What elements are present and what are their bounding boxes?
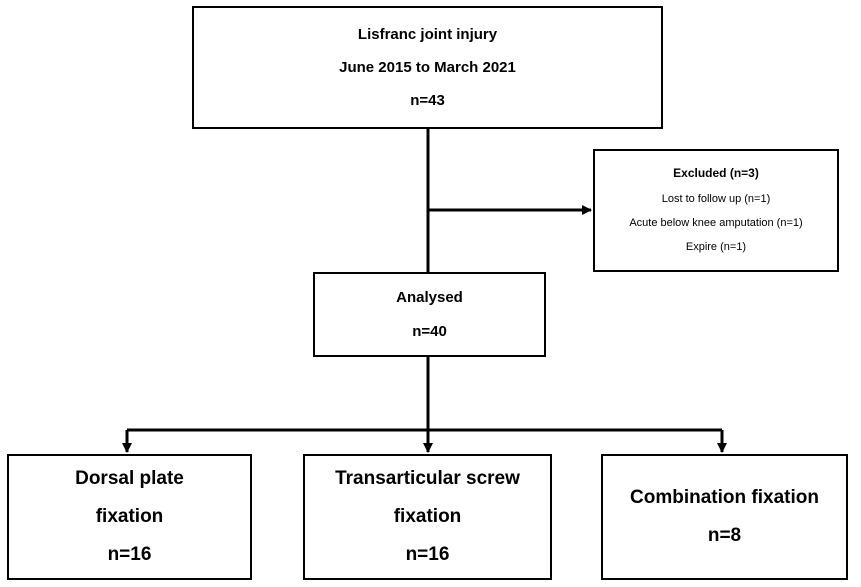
excluded-box: Excluded (n=3) Lost to follow up (n=1) A… [593,149,839,272]
excluded-item: Lost to follow up (n=1) [661,193,771,205]
transarticular-screw-box: Transarticular screw fixation n=16 [303,454,552,580]
excluded-title: Excluded (n=3) [673,166,759,180]
combination-fixation-box: Combination fixation n=8 [601,454,848,580]
group-count: n=16 [107,544,152,565]
analysed-count: n=40 [412,322,447,340]
group-label-line2: fixation [95,506,164,527]
analysed-title: Analysed [396,288,463,306]
dorsal-plate-box: Dorsal plate fixation n=16 [7,454,252,580]
group-label-line1: Combination fixation [630,487,819,508]
group-count: n=16 [405,544,450,565]
excluded-item: Expire (n=1) [685,241,747,253]
group-label-line1: Dorsal plate [75,468,184,489]
injury-count: n=43 [410,92,445,109]
group-count: n=8 [707,525,742,546]
injury-period: June 2015 to March 2021 [339,59,516,76]
injury-box: Lisfranc joint injury June 2015 to March… [192,6,663,129]
injury-title: Lisfranc joint injury [357,26,498,43]
analysed-box: Analysed n=40 [313,272,546,357]
excluded-item: Acute below knee amputation (n=1) [629,217,803,229]
group-label-line1: Transarticular screw [335,468,520,489]
group-label-line2: fixation [393,506,462,527]
